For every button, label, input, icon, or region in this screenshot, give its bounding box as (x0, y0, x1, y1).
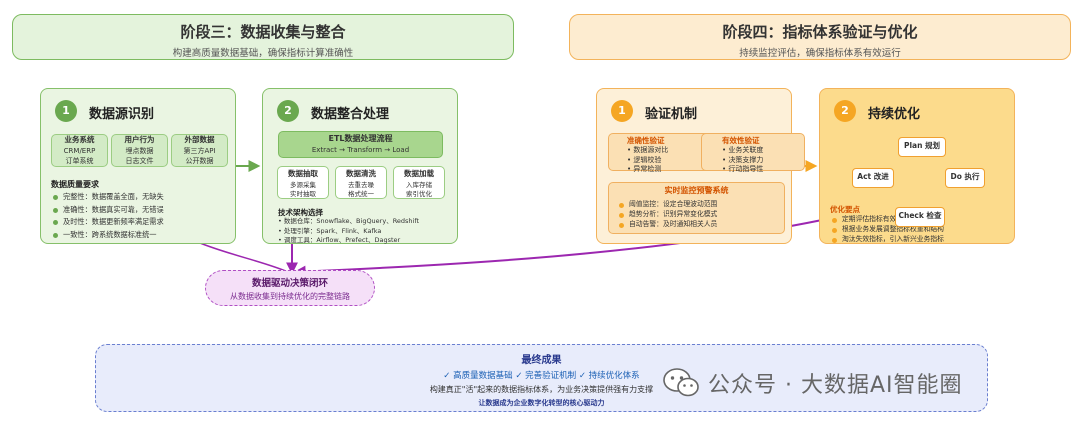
etl-step-2: 数据加载 入库存储 索引优化 (393, 166, 445, 199)
quality-list: 完整性：数据覆盖全面，无缺失 准确性：数据真实可靠，无错误 及时性：数据更新频率… (53, 191, 164, 241)
etl-box: ETL数据处理流程 Extract → Transform → Load (278, 131, 443, 158)
quality-item-3: 一致性：跨系统数据标准统一 (53, 229, 164, 242)
loop-subtitle: 从数据收集到持续优化的完整链路 (230, 292, 350, 301)
p4-card1-title: 验证机制 (645, 107, 698, 122)
validation-item-1-0: • 业务关联度 (722, 146, 764, 155)
optimization-item-1: 根据业务发展调整指标权重和结构 (832, 224, 944, 234)
validation-box-0: 准确性验证 • 数据源对比 • 逻辑校验 • 异常检测 (608, 133, 713, 173)
source-name-0: 业务系统 (64, 135, 95, 144)
validation-item-1-2: • 行动指导性 (722, 165, 764, 173)
p3-card2-title: 数据整合处理 (311, 107, 390, 122)
etl-step-name-1: 数据清洗 (346, 169, 376, 178)
phase4-title: 阶段四：指标体系验证与优化 (722, 23, 918, 41)
tech-item-0: • 数据仓库：Snowflake、BigQuery、Redshift (278, 217, 420, 225)
watermark-text: 公众号 · 大数据AI智能圈 (708, 373, 963, 398)
p3-card-data-integration: 2 数据整合处理 ETL数据处理流程 Extract → Transform →… (262, 88, 458, 244)
etl-step-0: 数据抽取 多源采集 实时抽取 (277, 166, 329, 199)
quality-item-0: 完整性：数据覆盖全面，无缺失 (53, 191, 164, 204)
source-detail-0: CRM/ERP 订单系统 (63, 147, 96, 165)
phase3-title: 阶段三：数据收集与整合 (180, 23, 346, 41)
validation-item-0-2: • 异常检测 (627, 165, 662, 173)
source-box-0: 业务系统 CRM/ERP 订单系统 (51, 134, 108, 167)
quality-item-1: 准确性：数据真实可靠，无错误 (53, 204, 164, 217)
source-box-1: 用户行为 埋点数据 日志文件 (111, 134, 168, 167)
pdca-do: Do 执行 (945, 168, 985, 188)
final-line2: 让数据成为企业数字化转型的核心驱动力 (478, 399, 605, 407)
pdca-plan: Plan 规划 (898, 137, 946, 157)
monitor-item-0: 阈值监控：设定合理波动范围 (619, 199, 794, 209)
p3-card2-number: 2 (277, 100, 299, 122)
decision-loop-node: 数据驱动决策闭环 从数据收集到持续优化的完整链路 (205, 270, 375, 306)
etl-subtitle: Extract → Transform → Load (311, 145, 410, 154)
p4-card2-title: 持续优化 (868, 107, 921, 122)
p4-card2-number: 2 (834, 100, 856, 122)
validation-item-1-1: • 决策支撑力 (722, 155, 764, 164)
validation-name-0: 准确性验证 (627, 136, 665, 145)
source-name-2: 外部数据 (184, 135, 215, 144)
final-line1: 构建真正"活"起来的数据指标体系，为业务决策提供强有力支撑 (429, 385, 654, 394)
tech-item-1: • 处理引擎：Spark、Flink、Kafka (278, 226, 382, 235)
p4-card1-number: 1 (611, 100, 633, 122)
etl-step-detail-1: 去重去噪 格式统一 (348, 181, 374, 198)
quality-title: 数据质量要求 (51, 180, 99, 189)
monitor-box: 实时监控预警系统 阈值监控：设定合理波动范围 趋势分析：识别异常变化模式 自动告… (608, 182, 785, 234)
optimization-list: 定期评估指标有效性和业务价值 根据业务发展调整指标权重和结构 淘汰失效指标，引入… (832, 214, 944, 244)
monitor-list: 阈值监控：设定合理波动范围 趋势分析：识别异常变化模式 自动告警：及时通知相关人… (619, 199, 794, 229)
p3-card-data-sources: 1 数据源识别 业务系统 CRM/ERP 订单系统 用户行为 埋点数据 日志文件… (40, 88, 236, 244)
etl-step-name-2: 数据加载 (404, 169, 434, 178)
etl-title: ETL数据处理流程 (328, 134, 393, 143)
monitor-title: 实时监控预警系统 (664, 186, 729, 195)
source-detail-1: 埋点数据 日志文件 (125, 147, 154, 165)
etl-step-detail-0: 多源采集 实时抽取 (290, 181, 316, 198)
phase3-header: 阶段三：数据收集与整合 构建高质量数据基础，确保指标计算准确性 (12, 14, 514, 60)
tech-item-2: • 调度工具：Airflow、Prefect、Dagster (278, 236, 401, 244)
final-title: 最终成果 (521, 355, 562, 366)
validation-item-0-0: • 数据源对比 (627, 146, 669, 155)
etl-step-1: 数据清洗 去重去噪 格式统一 (335, 166, 387, 199)
phase4-subtitle: 持续监控评估，确保指标体系有效运行 (739, 48, 901, 59)
monitor-item-1: 趋势分析：识别异常变化模式 (619, 209, 794, 219)
wechat-icon (663, 368, 699, 397)
quality-item-2: 及时性：数据更新频率满足需求 (53, 216, 164, 229)
tech-list: • 数据仓库：Snowflake、BigQuery、Redshift • 处理引… (278, 217, 419, 246)
watermark: 公众号 · 大数据AI智能圈 (662, 365, 963, 401)
source-name-1: 用户行为 (124, 135, 155, 144)
optimization-item-2: 淘汰失效指标，引入新兴业务指标 (832, 234, 944, 244)
final-checks: ✓ 高质量数据基础 ✓ 完善验证机制 ✓ 持续优化体系 (443, 371, 640, 381)
validation-box-1: 有效性验证 • 业务关联度 • 决策支撑力 • 行动指导性 (701, 133, 805, 173)
tech-title: 技术架构选择 (278, 208, 323, 217)
optimization-title: 优化要点 (830, 205, 860, 214)
pdca-act: Act 改进 (852, 168, 894, 188)
optimization-item-0: 定期评估指标有效性和业务价值 (832, 214, 944, 224)
phase4-header: 阶段四：指标体系验证与优化 持续监控评估，确保指标体系有效运行 (569, 14, 1071, 60)
final-result-panel: 最终成果 ✓ 高质量数据基础 ✓ 完善验证机制 ✓ 持续优化体系 构建真正"活"… (95, 344, 988, 412)
source-box-2: 外部数据 第三方API 公开数据 (171, 134, 228, 167)
etl-step-name-0: 数据抽取 (288, 169, 318, 178)
validation-name-1: 有效性验证 (722, 136, 760, 145)
arrow-p3-card1-to-loop (199, 242, 289, 273)
pdca-check: Check 检查 (895, 207, 945, 227)
p3-card1-number: 1 (55, 100, 77, 122)
monitor-item-2: 自动告警：及时通知相关人员 (619, 219, 794, 229)
source-detail-2: 第三方API 公开数据 (183, 147, 216, 165)
loop-title: 数据驱动决策闭环 (251, 278, 328, 289)
validation-item-0-1: • 逻辑校验 (627, 155, 662, 164)
phase3-subtitle: 构建高质量数据基础，确保指标计算准确性 (172, 48, 354, 59)
p4-card-validation: 1 验证机制 准确性验证 • 数据源对比 • 逻辑校验 • 异常检测 有效性验证… (596, 88, 805, 244)
p3-card1-title: 数据源识别 (89, 107, 155, 122)
etl-step-detail-2: 入库存储 索引优化 (406, 181, 432, 198)
